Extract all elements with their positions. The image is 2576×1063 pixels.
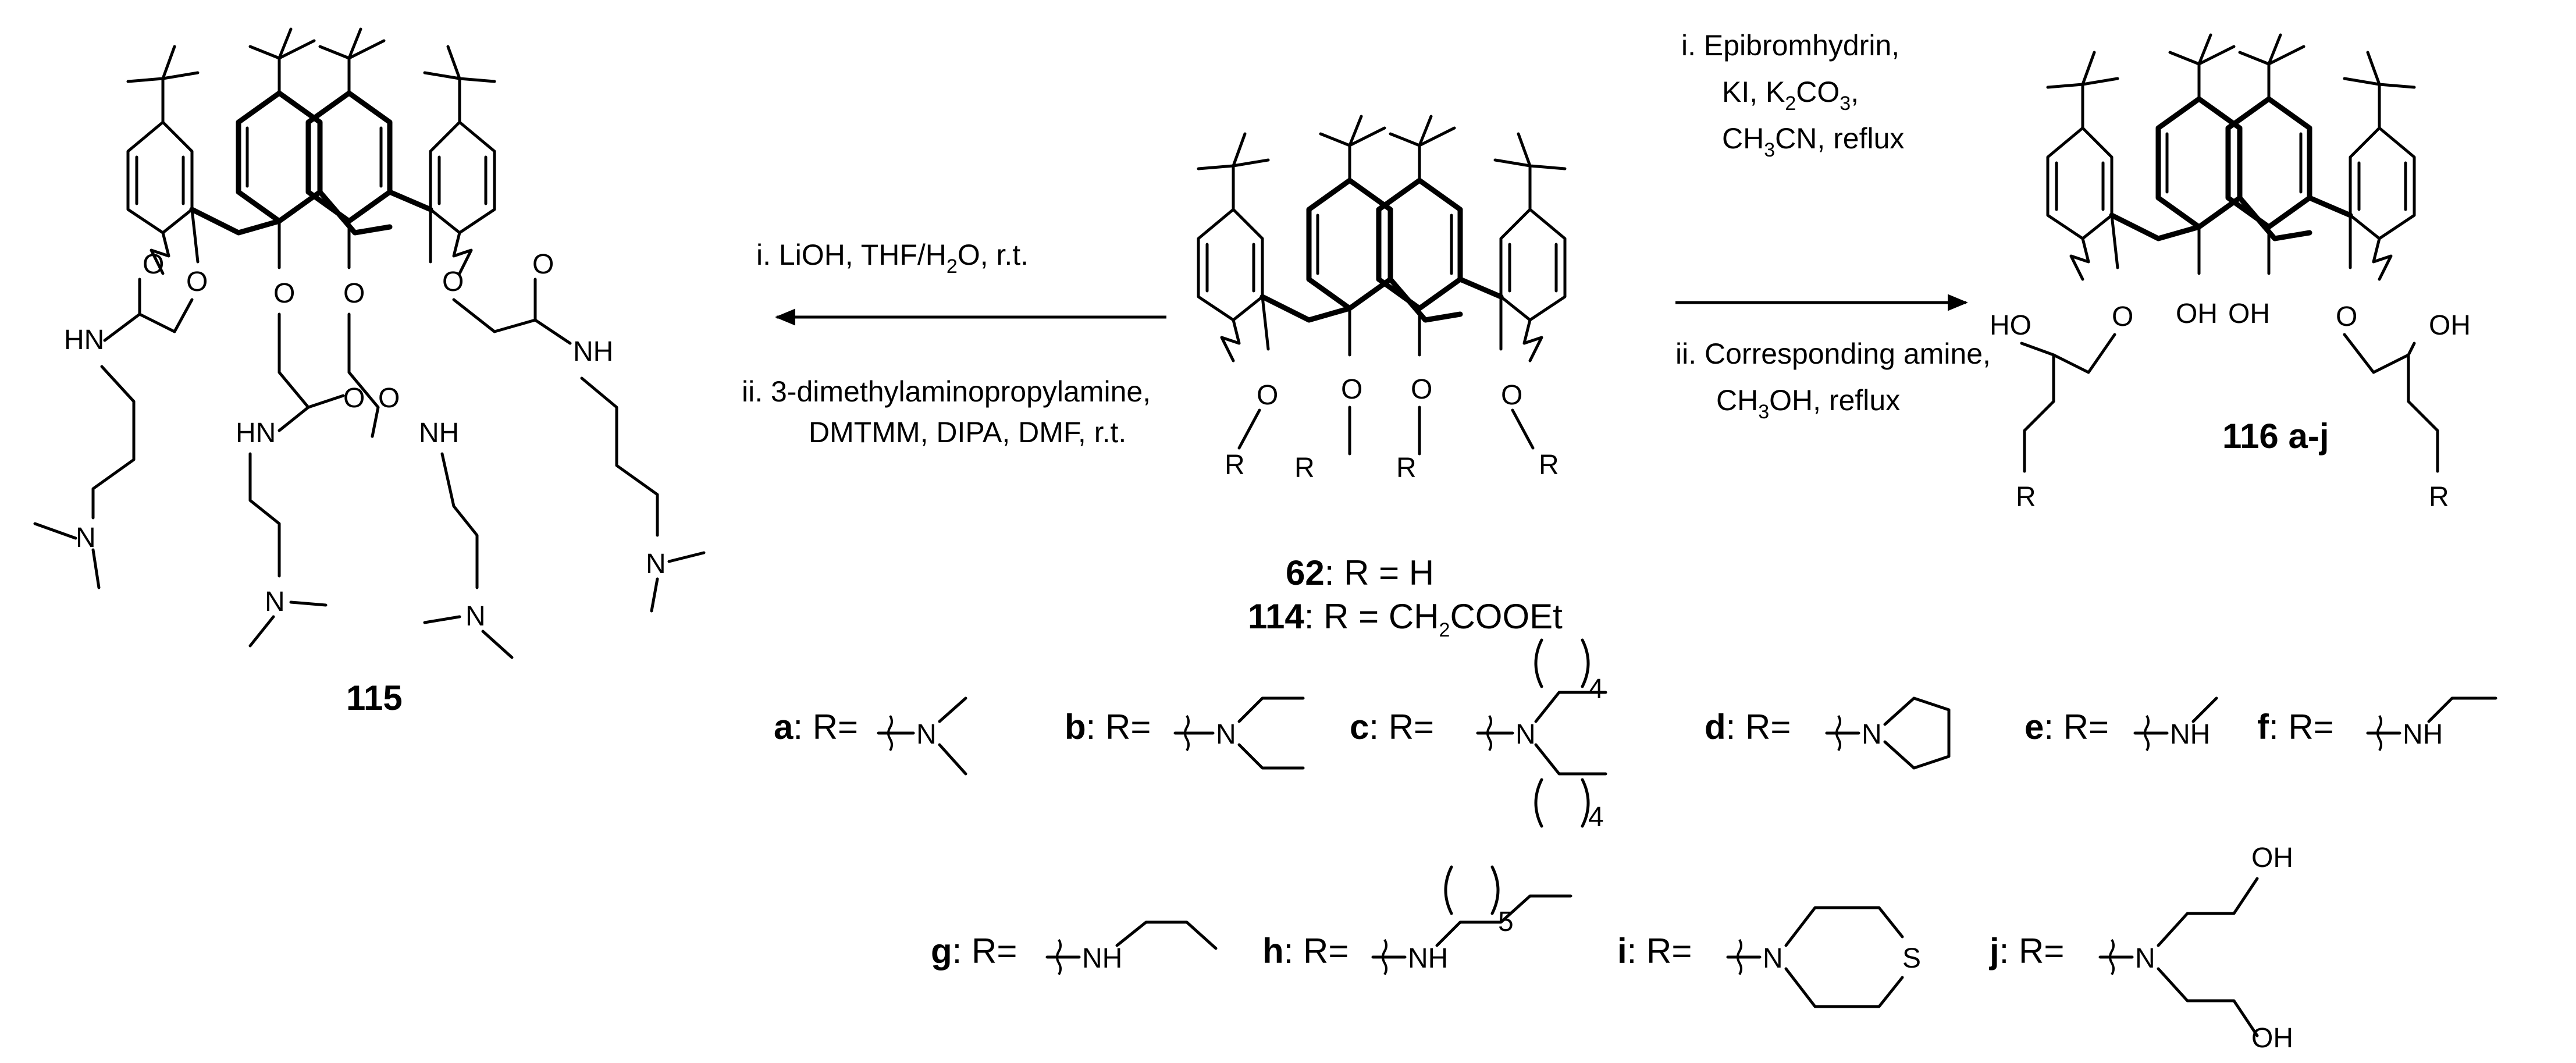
atom-O: O — [343, 278, 365, 309]
condition-right-step1b: KI, K2CO3, — [1722, 76, 1859, 115]
svg-text:e: R=: e: R= — [2024, 708, 2109, 746]
atom-O: O — [532, 249, 554, 280]
atom-OH: OH — [2176, 298, 2218, 329]
atom-R: R — [2016, 482, 2036, 513]
substituent-b: b: R= N — [1065, 696, 1305, 770]
compound-label-116: 116 a-j — [2222, 417, 2329, 456]
atom-O: O — [143, 249, 164, 280]
substituent-f: f: R= NH — [2257, 696, 2497, 752]
svg-text:d: R=: d: R= — [1705, 708, 1791, 746]
svg-text:j: R=: j: R= — [1989, 932, 2064, 970]
atom-N: N — [76, 522, 96, 553]
svg-text:g: R=: g: R= — [931, 932, 1017, 970]
svg-text:OH: OH — [2251, 1023, 2293, 1054]
svg-text:h: R=: h: R= — [1262, 932, 1349, 970]
atom-O: O — [2112, 301, 2133, 332]
svg-text:N: N — [1862, 719, 1882, 750]
svg-text:5: 5 — [1498, 906, 1514, 937]
substituent-e: e: R= NH — [2024, 696, 2218, 752]
atom-O: O — [273, 278, 295, 309]
atom-O: O — [1411, 374, 1432, 405]
substituent-j: j: R= N OH OH — [1989, 842, 2293, 1054]
condition-right-step2a: ii. Corresponding amine, — [1675, 337, 1991, 370]
svg-text:4: 4 — [1588, 674, 1604, 705]
atom-R: R — [2429, 482, 2449, 513]
svg-text:4: 4 — [1588, 802, 1604, 833]
compound-label-115: 115 — [346, 678, 403, 717]
compound-label-114: 114: R = CH2COOEt — [1248, 597, 1563, 641]
atom-N: N — [265, 586, 285, 617]
svg-text:N: N — [1763, 943, 1783, 974]
atom-R: R — [1225, 450, 1245, 481]
structure-115: O O O O O HN N O HN N O NH N O NH N 115 — [33, 29, 706, 717]
condition-left-step1: i. LiOH, THF/H2O, r.t. — [756, 239, 1029, 278]
svg-text:NH: NH — [2403, 719, 2443, 750]
substituent-h: h: R= NH 5 — [1262, 865, 1572, 976]
substituent-g: g: R= NH — [931, 920, 1218, 976]
atom-HN: HN — [64, 325, 104, 355]
substituent-c: c: R= N 4 4 — [1350, 638, 1607, 833]
svg-text:f: R=: f: R= — [2257, 708, 2334, 746]
condition-left-step2a: ii. 3-dimethylaminopropylamine, — [742, 375, 1151, 408]
atom-OH: OH — [2429, 310, 2471, 341]
svg-text:N: N — [1515, 719, 1536, 750]
svg-text:i: R=: i: R= — [1617, 932, 1692, 970]
atom-R: R — [1539, 450, 1559, 481]
svg-text:a: R=: a: R= — [774, 708, 858, 746]
compound-label-62: 62: R = H — [1286, 553, 1434, 592]
atom-O: O — [186, 266, 208, 297]
atom-N: N — [465, 601, 486, 632]
structure-62-114: O O O O R R R R — [1198, 116, 1565, 483]
svg-text:NH: NH — [2170, 719, 2210, 750]
atom-O: O — [378, 383, 400, 414]
atom-NH: NH — [573, 336, 613, 367]
atom-R: R — [1396, 453, 1417, 483]
atom-O: O — [1501, 380, 1522, 411]
structure-116: O OH OH O HO R OH R 116 a-j — [1990, 35, 2471, 513]
substituent-d: d: R= N — [1705, 696, 1951, 770]
condition-right-step2b: CH3OH, reflux — [1716, 384, 1900, 423]
atom-O: O — [442, 266, 464, 297]
substituent-i: i: R= N S — [1617, 906, 1921, 1008]
atom-R: R — [1294, 453, 1315, 483]
substituent-a: a: R= N — [774, 696, 967, 776]
svg-text:OH: OH — [2251, 842, 2293, 873]
svg-text:b: R=: b: R= — [1065, 708, 1151, 746]
condition-right-step1c: CH3CN, reflux — [1722, 122, 1904, 161]
svg-text:NH: NH — [1082, 943, 1122, 974]
atom-NH: NH — [419, 418, 459, 449]
svg-text:N: N — [1216, 719, 1236, 750]
atom-HO: HO — [1990, 310, 2031, 341]
atom-HN: HN — [236, 418, 276, 449]
condition-left-step2b: DMTMM, DIPA, DMF, r.t. — [809, 416, 1126, 449]
svg-text:N: N — [916, 719, 937, 750]
svg-text:NH: NH — [1408, 943, 1448, 974]
svg-text:c: R=: c: R= — [1350, 708, 1434, 746]
atom-O: O — [1257, 380, 1278, 411]
atom-N: N — [646, 549, 666, 580]
svg-text:S: S — [1902, 943, 1921, 974]
condition-right-step1a: i. Epibromhydrin, — [1681, 29, 1899, 62]
atom-OH: OH — [2228, 298, 2270, 329]
atom-O: O — [1341, 374, 1362, 405]
atom-O: O — [2336, 301, 2357, 332]
svg-text:N: N — [2135, 943, 2155, 974]
